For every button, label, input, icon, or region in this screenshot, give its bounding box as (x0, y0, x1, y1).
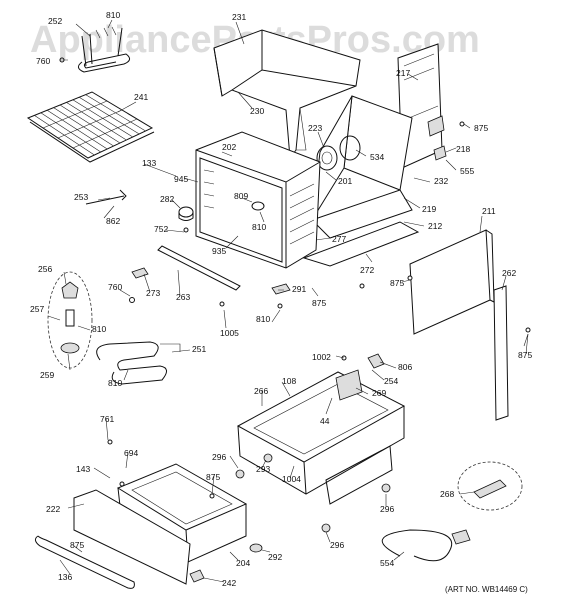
foot-273 (131, 267, 149, 279)
part-label-272: 272 (360, 265, 374, 275)
part-label-555: 555 (460, 166, 474, 176)
part-label-809: 809 (234, 191, 248, 201)
part-label-875: 875 (518, 350, 532, 360)
foot-242 (189, 569, 205, 583)
oven-back-wall-232 (311, 95, 413, 239)
broil-element-251 (96, 341, 181, 385)
part-label-201: 201 (338, 176, 352, 186)
part-label-875: 875 (474, 123, 488, 133)
part-number-labels: 252 810 760 231 230 217 875 218 555 241 133 945 202 2… (30, 10, 532, 588)
part-label-143: 143 (76, 464, 90, 474)
part-label-230: 230 (250, 106, 264, 116)
part-label-44: 44 (320, 416, 330, 426)
part-label-223: 223 (308, 123, 322, 133)
part-label-231: 231 (232, 12, 246, 22)
leader-lines (47, 19, 529, 583)
knob-282 (178, 206, 194, 221)
part-label-296: 296 (380, 504, 394, 514)
part-label-256: 256 (38, 264, 52, 274)
power-cord-554 (381, 529, 471, 562)
part-label-218: 218 (456, 144, 470, 154)
part-label-268: 268 (440, 489, 454, 499)
part-label-945: 945 (174, 174, 188, 184)
part-label-760: 760 (36, 56, 50, 66)
part-label-211: 211 (482, 206, 496, 216)
oven-rack-241 (26, 91, 155, 163)
part-label-296: 296 (212, 452, 226, 462)
probe-253 (85, 189, 127, 205)
part-label-810: 810 (106, 10, 120, 20)
part-label-217: 217 (396, 68, 410, 78)
part-label-241: 241 (134, 92, 148, 102)
part-label-1004: 1004 (282, 474, 301, 484)
glide-292 (249, 543, 263, 553)
art-number: (ART NO. WB14469 C) (445, 585, 528, 594)
part-label-242: 242 (222, 578, 236, 588)
terminal-block-269 (335, 369, 363, 401)
screws (59, 57, 531, 533)
drawer-handle-136 (34, 535, 135, 589)
part-label-1005: 1005 (220, 328, 239, 338)
side-panel-211 (409, 229, 495, 335)
part-label-806: 806 (398, 362, 412, 372)
oven-cavity-202 (195, 131, 321, 269)
bracket-291 (271, 283, 291, 295)
part-label-273: 273 (146, 288, 160, 298)
part-label-254: 254 (384, 376, 398, 386)
drawer-front-222 (73, 489, 191, 585)
front-trim-263 (157, 245, 241, 291)
part-label-291: 291 (292, 284, 306, 294)
part-label-554: 554 (380, 558, 394, 568)
part-label-202: 202 (222, 142, 236, 152)
part-label-222: 222 (46, 504, 60, 514)
part-label-810: 810 (256, 314, 270, 324)
part-label-810: 810 (92, 324, 106, 334)
part-label-269: 269 (372, 388, 386, 398)
part-label-259: 259 (40, 370, 54, 380)
part-label-761: 761 (100, 414, 114, 424)
part-label-292: 292 (268, 552, 282, 562)
terminal-detail-268 (457, 461, 523, 511)
part-label-875: 875 (206, 472, 220, 482)
part-label-108: 108 (282, 376, 296, 386)
part-label-219: 219 (422, 204, 436, 214)
part-label-257: 257 (30, 304, 44, 314)
part-label-296: 296 (330, 540, 344, 550)
part-label-204: 204 (236, 558, 250, 568)
part-label-810: 810 (252, 222, 266, 232)
part-label-133: 133 (142, 158, 156, 168)
part-label-282: 282 (160, 194, 174, 204)
bake-element-252 (78, 26, 130, 73)
part-label-293: 293 (256, 464, 270, 474)
part-label-875: 875 (312, 298, 326, 308)
part-label-252: 252 (48, 16, 62, 26)
part-label-752: 752 (154, 224, 168, 234)
part-label-232: 232 (434, 176, 448, 186)
part-label-277: 277 (332, 234, 346, 244)
part-label-262: 262 (502, 268, 516, 278)
part-label-810: 810 (108, 378, 122, 388)
part-label-251: 251 (192, 344, 206, 354)
oven-light-assembly-256 (47, 271, 93, 369)
connector-254 (367, 353, 385, 369)
part-label-266: 266 (254, 386, 268, 396)
part-label-862: 862 (106, 216, 120, 226)
part-label-534: 534 (370, 152, 384, 162)
drawer-housing-108 (236, 371, 406, 505)
part-label-935: 935 (212, 246, 226, 256)
part-label-1002: 1002 (312, 352, 331, 362)
trim-strip-262 (493, 285, 509, 421)
part-label-136: 136 (58, 572, 72, 582)
part-label-875: 875 (70, 540, 84, 550)
top-wrapper-230-231 (213, 29, 361, 160)
oven-floor-272 (302, 221, 420, 267)
part-label-694: 694 (124, 448, 138, 458)
part-label-760: 760 (108, 282, 122, 292)
part-label-875: 875 (390, 278, 404, 288)
part-label-263: 263 (176, 292, 190, 302)
part-label-212: 212 (428, 221, 442, 231)
part-label-253: 253 (74, 192, 88, 202)
